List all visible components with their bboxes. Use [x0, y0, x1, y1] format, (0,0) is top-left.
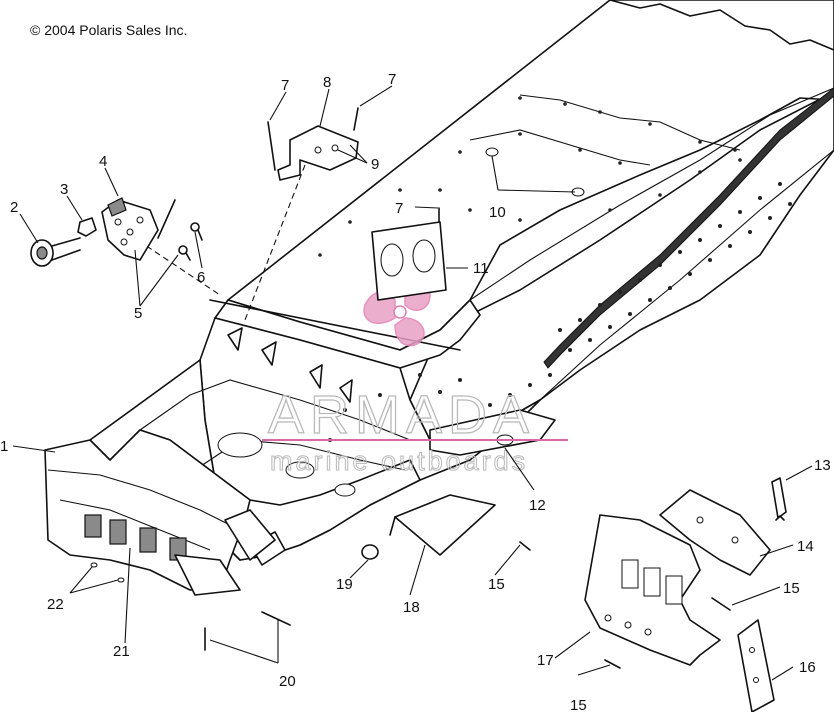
callout-21: 21	[113, 643, 130, 660]
callout-9: 9	[371, 156, 379, 173]
callout-3: 3	[60, 181, 68, 198]
callout-20: 20	[279, 673, 296, 690]
part-19-plug	[361, 544, 379, 560]
callout-17: 17	[537, 652, 554, 669]
part-13-bolt	[771, 477, 787, 521]
callout-22: 22	[47, 596, 64, 613]
callout-7-right: 7	[388, 71, 396, 88]
callout-2: 2	[10, 199, 18, 216]
callout-15-middle: 15	[488, 576, 505, 593]
callout-8: 8	[323, 74, 331, 91]
callout-15-bottom: 15	[570, 697, 587, 712]
callout-16: 16	[799, 659, 816, 676]
callout-7-left: 7	[281, 77, 289, 94]
watermark-brand: ARMADA	[268, 385, 535, 445]
part-8-bracket	[277, 125, 359, 181]
part-6-screws	[178, 222, 203, 261]
callout-12: 12	[529, 497, 546, 514]
callout-14: 14	[797, 538, 814, 555]
callout-1: 1	[0, 438, 8, 455]
part-2-bumper-cap	[30, 237, 81, 267]
part-16-plate	[737, 619, 775, 712]
part-4-bracket	[101, 197, 159, 261]
callout-6: 6	[197, 269, 205, 286]
part-14-bracket	[659, 489, 771, 576]
callout-11: 11	[473, 260, 489, 277]
callout-10: 10	[489, 204, 506, 221]
callout-15-right: 15	[783, 580, 800, 597]
watermark: ARMADA marine outboards	[262, 280, 568, 477]
leader-lines	[12, 85, 813, 681]
part-3-nut	[77, 217, 97, 237]
copyright-text: © 2004 Polaris Sales Inc.	[30, 22, 187, 38]
part-18-plate	[389, 494, 496, 556]
watermark-tagline: marine outboards	[270, 446, 528, 476]
callout-labels: 1 2 3 4 5 6 7 7 7 8 9 10 11 12 13 14 15 …	[0, 71, 831, 712]
callout-13: 13	[814, 457, 831, 474]
callout-4: 4	[99, 153, 107, 170]
callout-5: 5	[134, 305, 142, 322]
part-11-vent	[371, 221, 447, 301]
callout-19: 19	[336, 576, 353, 593]
callout-7-center: 7	[395, 200, 403, 217]
part-17-guard	[584, 514, 721, 666]
callout-18: 18	[403, 599, 420, 616]
